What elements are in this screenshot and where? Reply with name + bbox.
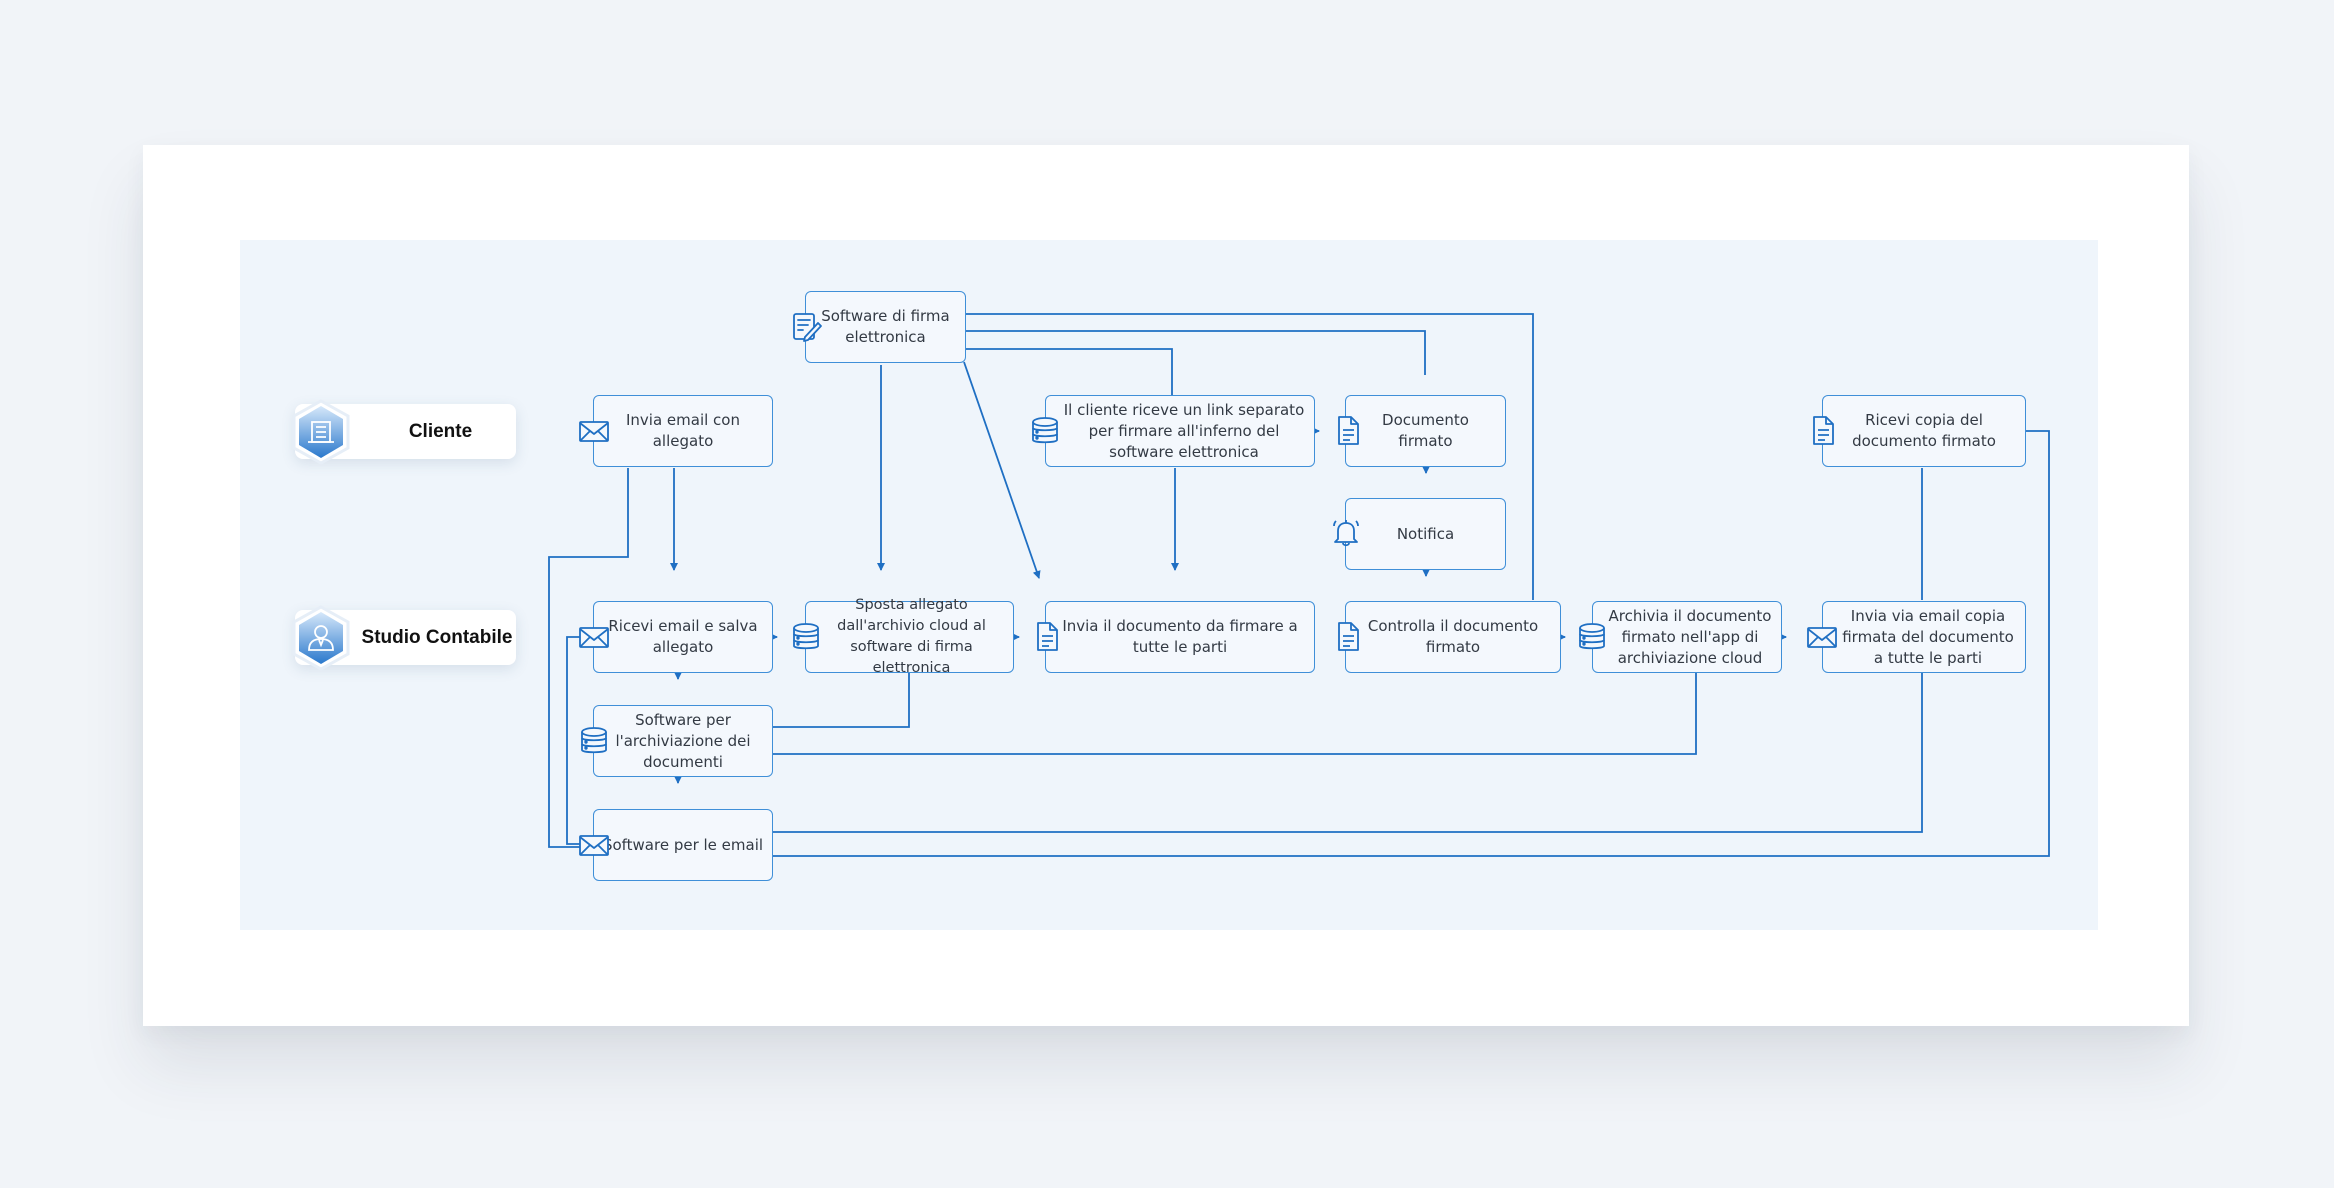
envelope-icon bbox=[577, 414, 611, 448]
node-notifica-label: Notifica bbox=[1396, 524, 1455, 543]
node-documento-firmato: Documento firmato bbox=[1345, 395, 1506, 467]
node-software-firma-elettronica-label: Software di firma elettronica bbox=[821, 307, 950, 346]
lane-studio-text: Studio Contabile bbox=[361, 626, 513, 648]
node-link-separato-label: Il cliente riceve un link separato per f… bbox=[1063, 400, 1305, 461]
document-icon bbox=[1806, 414, 1840, 448]
node-ricevi-email-label: Ricevi email e salva allegato bbox=[608, 617, 758, 656]
database-icon bbox=[789, 620, 823, 654]
node-sposta-allegato: Sposta allegato dall'archivio cloud al s… bbox=[805, 597, 1014, 676]
lane-cliente-text: Cliente bbox=[408, 420, 473, 442]
node-software-archiviazione-label: Software per l'archiviazione dei documen… bbox=[615, 710, 751, 771]
edge-firma-to-link bbox=[966, 348, 1173, 395]
node-controlla-documento: Controlla il documento firmato bbox=[1345, 601, 1561, 673]
envelope-icon bbox=[577, 620, 611, 654]
edge-invia-copia-to-email bbox=[773, 673, 1923, 833]
node-software-firma-elettronica: Software di firma elettronica bbox=[805, 291, 966, 363]
bell-icon bbox=[1329, 516, 1363, 550]
document-icon bbox=[1331, 620, 1365, 654]
database-icon bbox=[577, 724, 611, 758]
node-sposta-allegato-label: Sposta allegato dall'archivio cloud al s… bbox=[837, 597, 986, 676]
node-documento-firmato-label: Documento firmato bbox=[1382, 411, 1469, 450]
building-icon bbox=[290, 398, 352, 466]
document-icon bbox=[1331, 414, 1365, 448]
edge-archivia-to-archiviazione bbox=[773, 673, 1697, 755]
edge-firma-to-controlla bbox=[966, 313, 1534, 600]
node-link-separato: Il cliente riceve un link separato per f… bbox=[1045, 395, 1315, 467]
edge-firma-to-doc-firmato bbox=[966, 330, 1426, 375]
node-notifica: Notifica bbox=[1345, 498, 1506, 570]
database-icon bbox=[1028, 414, 1062, 448]
node-ricevi-copia-label: Ricevi copia del documento firmato bbox=[1852, 411, 1996, 450]
node-invia-email-allegato-label: Invia email con allegato bbox=[625, 411, 740, 450]
accountant-icon bbox=[290, 604, 352, 672]
database-icon bbox=[1575, 620, 1609, 654]
edge-sposta-to-archiviazione bbox=[773, 673, 910, 728]
document-icon bbox=[1030, 620, 1064, 654]
node-software-email: Software per le email bbox=[593, 809, 773, 881]
node-archivia-documento-label: Archivia il documento firmato nell'app d… bbox=[1608, 606, 1772, 667]
node-ricevi-copia: Ricevi copia del documento firmato bbox=[1822, 395, 2026, 467]
edge-invia-to-software-email bbox=[548, 468, 629, 848]
node-invia-copia: Invia via email copia firmata del docume… bbox=[1822, 601, 2026, 673]
node-invia-documento-label: Invia il documento da firmare a tutte le… bbox=[1062, 617, 1298, 656]
edge-firma-to-invia-doc bbox=[963, 361, 1041, 579]
node-controlla-documento-label: Controlla il documento firmato bbox=[1367, 617, 1539, 656]
edge-ricevi-copia-to-email bbox=[773, 430, 2050, 857]
node-invia-documento: Invia il documento da firmare a tutte le… bbox=[1045, 601, 1315, 673]
node-software-archiviazione: Software per l'archiviazione dei documen… bbox=[593, 705, 773, 777]
node-invia-email-allegato: Invia email con allegato bbox=[593, 395, 773, 467]
node-software-email-label: Software per le email bbox=[602, 835, 764, 854]
node-ricevi-email: Ricevi email e salva allegato bbox=[593, 601, 773, 673]
envelope-icon bbox=[1805, 620, 1839, 654]
node-invia-copia-label: Invia via email copia firmata del docume… bbox=[1842, 606, 2014, 667]
signature-document-icon bbox=[790, 310, 824, 344]
node-archivia-documento: Archivia il documento firmato nell'app d… bbox=[1592, 601, 1782, 673]
envelope-icon bbox=[577, 828, 611, 862]
